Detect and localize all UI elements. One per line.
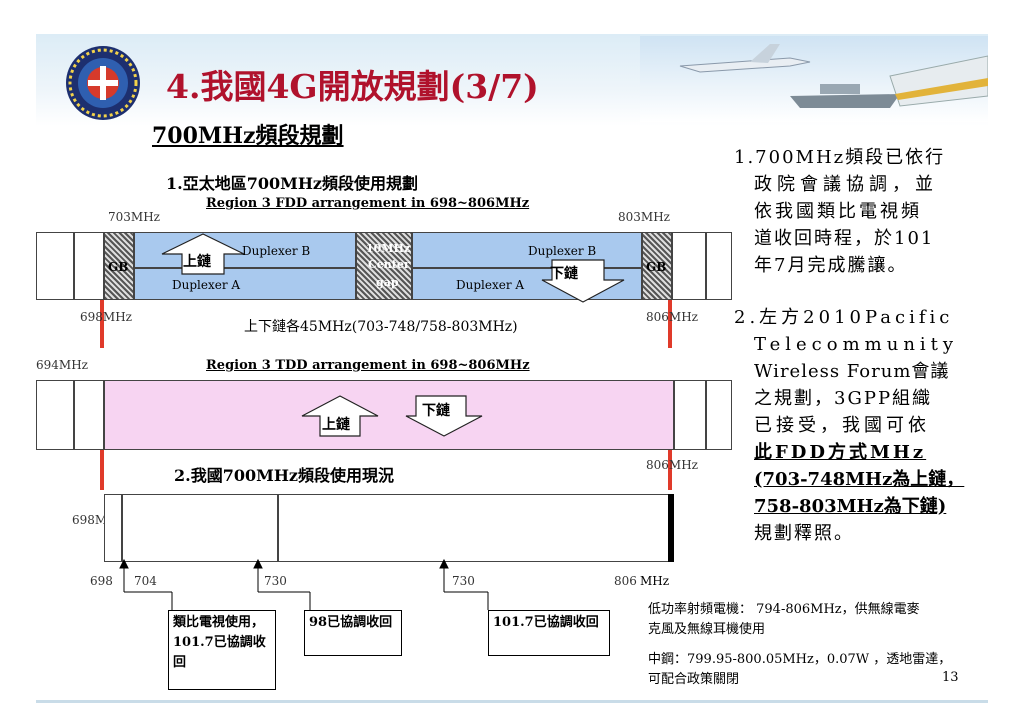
- right-point2: 2.左方2010Pacific Telecommunity Wireless F…: [734, 304, 964, 547]
- point2-line5: 已接受，我國可依: [754, 415, 930, 436]
- emblem-logo: [66, 46, 140, 120]
- note1-line1: 低功率射頻電機： 794-806MHz，供無線電麥: [648, 602, 920, 617]
- duplexer-a-left-label: Duplexer A: [172, 278, 241, 292]
- duplexer-a-left: [134, 268, 356, 300]
- usage-704-730: [122, 494, 278, 562]
- usage-698-704: [104, 494, 122, 562]
- duplexer-b-right-label: Duplexer B: [528, 244, 597, 258]
- section1-heading: 1.亞太地區700MHz頻段使用規劃: [166, 174, 419, 193]
- tdd-uplink-arrow-icon: [301, 395, 379, 437]
- tick-730: 730: [264, 574, 287, 588]
- callout-analog-tv: 類比電視使用，101.7已協調收回: [168, 610, 276, 690]
- tdd-guard-right: [674, 380, 706, 450]
- center-gap-line3: gap: [376, 276, 399, 289]
- point1-line4: 道收回時程，於101: [754, 228, 935, 249]
- callout-arrows: [119, 558, 489, 610]
- label-803mhz: 803MHz: [618, 210, 670, 224]
- fdd-title: Region 3 FDD arrangement in 698~806MHz: [206, 196, 530, 211]
- tdd-band: [104, 380, 674, 450]
- uplink-label: 上鏈: [183, 254, 211, 270]
- slide-title: 4.我國4G開放規劃(3/7): [166, 67, 539, 106]
- right-point1: 1.700MHz頻段已依行 政院會議協調，並 依我國類比電視頻 道收回時程，於1…: [734, 144, 945, 279]
- section2-heading: 2.我國700MHz頻段使用現況: [174, 466, 395, 485]
- note2-line2: 可配合政策關閉: [648, 672, 740, 687]
- tick-806: 806: [614, 574, 637, 588]
- slide-subtitle: 700MHz頻段規劃: [152, 123, 344, 149]
- point2-line3: Wireless Forum會議: [754, 361, 950, 382]
- fdd-lower-guard: [74, 232, 104, 300]
- marker-806-top: [668, 300, 672, 348]
- point2-line1: 2.左方2010Pacific: [734, 307, 954, 328]
- duplexer-b-left-label: Duplexer B: [242, 244, 311, 258]
- downlink-label: 下鏈: [550, 266, 578, 282]
- marker-698-top: [100, 300, 104, 348]
- marker-698-bottom: [100, 450, 104, 490]
- fdd-note: 上下鏈各45MHz(703-748/758-803MHz): [244, 319, 518, 335]
- usage-806-edge: [668, 494, 674, 562]
- callout-101-7: 101.7已協調收回: [488, 610, 610, 656]
- marker-806-bottom: [668, 450, 672, 490]
- gb-right: [642, 232, 672, 300]
- tdd-guard-left: [74, 380, 104, 450]
- center-gap-line2: Center: [368, 258, 410, 271]
- fdd-edge-left: [36, 232, 74, 300]
- tick-704: 704: [134, 574, 157, 588]
- fdd-upper-guard: [672, 232, 706, 300]
- transport-illustration: [640, 36, 988, 122]
- point1-line3: 依我國類比電視頻: [754, 201, 922, 222]
- point2-emph1: 此FDD方式MHz: [754, 442, 927, 463]
- label-703mhz: 703MHz: [108, 210, 160, 224]
- tick-unit: MHz: [640, 574, 670, 588]
- point2-line2: Telecommunity: [754, 334, 959, 355]
- downlink-arrow-icon: [541, 259, 625, 303]
- point1-line2: 政院會議協調，並: [754, 174, 938, 195]
- point1-line5: 年7月完成騰讓。: [754, 255, 908, 276]
- center-gap-line1: 10MHz: [366, 242, 411, 255]
- fdd-edge-right: [706, 232, 732, 300]
- note1-line2: 克風及無線耳機使用: [648, 622, 766, 637]
- gb-left: [104, 232, 134, 300]
- center-gap: [356, 232, 412, 300]
- point2-emph2: (703-748MHz為上鏈，: [754, 469, 965, 490]
- uplink-arrow-icon: [161, 233, 245, 275]
- gb-right-label: GB: [646, 260, 667, 274]
- point2-end: 規劃釋照。: [754, 523, 854, 544]
- tdd-title: Region 3 TDD arrangement in 698~806MHz: [206, 358, 530, 373]
- duplexer-a-right-label: Duplexer A: [456, 278, 525, 292]
- usage-730-806: [278, 494, 670, 562]
- tdd-downlink-label: 下鏈: [422, 403, 450, 419]
- callout-98: 98已協調收回: [304, 610, 402, 656]
- point1-line1: 1.700MHz頻段已依行: [734, 147, 946, 168]
- tdd-downlink-arrow-icon: [405, 395, 483, 437]
- note2-line1: 中鋼：799.95-800.05MHz，0.07W ，透地雷達，: [648, 652, 952, 667]
- page-number: 13: [942, 670, 959, 685]
- label-698mhz: 698MHz: [80, 310, 132, 324]
- tdd-edge-left: [36, 380, 74, 450]
- point2-emph3: 758-803MHz為下鏈): [754, 496, 947, 517]
- label-806mhz-tdd: 806MHz: [646, 458, 698, 472]
- tick-730-b: 730: [452, 574, 475, 588]
- label-694mhz: 694MHz: [36, 358, 88, 372]
- tdd-uplink-label: 上鏈: [322, 417, 350, 433]
- gb-left-label: GB: [108, 260, 129, 274]
- point2-line4: 之規劃，3GPP組織: [754, 388, 933, 409]
- tick-698: 698: [90, 574, 113, 588]
- tdd-edge-right: [706, 380, 732, 450]
- footer-bar: [36, 700, 988, 703]
- label-806mhz: 806MHz: [646, 310, 698, 324]
